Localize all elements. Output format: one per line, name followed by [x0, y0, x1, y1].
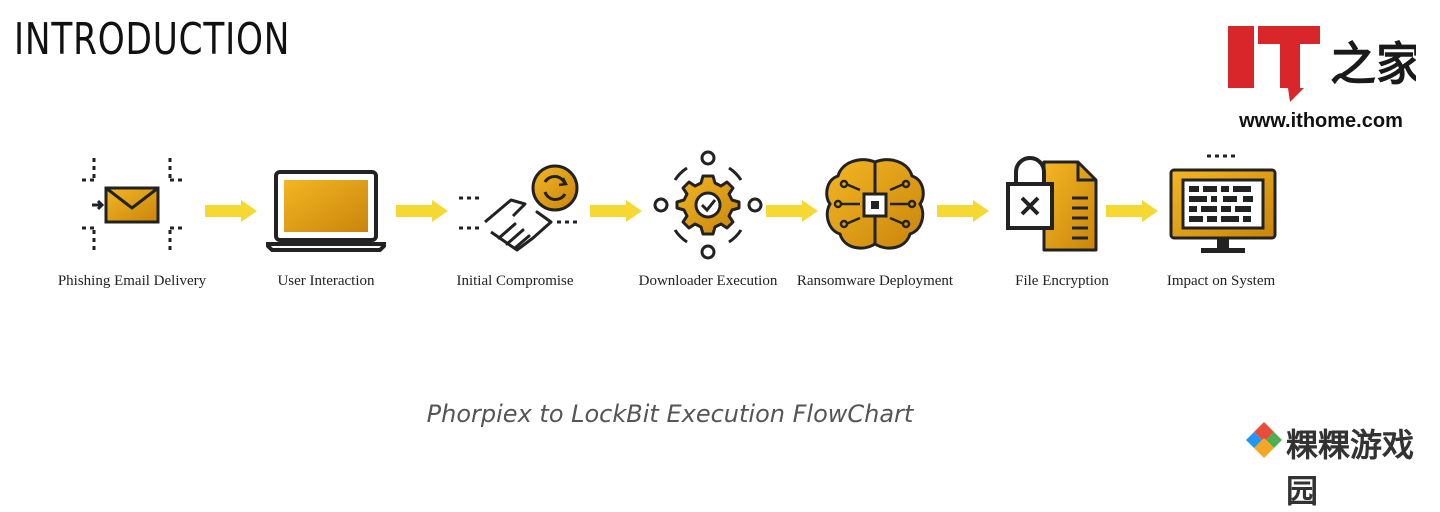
laptop-icon [266, 170, 386, 252]
watermark-text: 粿粿游戏园 [1286, 426, 1415, 510]
step-label: User Interaction [277, 273, 375, 289]
step-ransomware-deployment: Ransomware Deployment [785, 150, 965, 320]
step-impact-on-system: Impact on System [1131, 150, 1311, 320]
step-label: Phishing Email Delivery [57, 273, 207, 289]
step-initial-compromise: Initial Compromise [425, 150, 605, 320]
flow-arrow [396, 200, 448, 222]
locked-file-icon [1006, 156, 1098, 252]
step-label: Downloader Execution [638, 273, 778, 289]
flow-arrow [205, 200, 257, 222]
step-downloader-execution: Downloader Execution [618, 150, 798, 320]
ithome-logo: 之家 www.ithome.com [1226, 22, 1426, 142]
flow-arrow [937, 200, 989, 222]
flowchart: Phishing Email Delivery User Interaction [0, 150, 1440, 320]
step-label: File Encryption [1015, 273, 1109, 289]
flow-arrow [590, 200, 642, 222]
gear-check-icon [653, 150, 763, 260]
svg-text:之家: 之家 [1330, 37, 1416, 91]
watermark: 粿粿游戏园 [1242, 418, 1438, 510]
brain-chip-icon [825, 158, 925, 250]
page-title: INTRODUCTION [14, 14, 291, 65]
step-label: Impact on System [1166, 273, 1276, 289]
step-phishing-email-delivery: Phishing Email Delivery [42, 150, 222, 320]
flow-arrow [766, 200, 818, 222]
step-label: Initial Compromise [456, 273, 574, 289]
email-icon [82, 158, 182, 250]
watermark-logo-icon [1246, 422, 1282, 458]
step-label: Ransomware Deployment [796, 273, 954, 289]
handshake-icon [459, 164, 579, 252]
diagram-caption: Phorpiex to LockBit Execution FlowChart [426, 400, 914, 428]
flow-arrow [1106, 200, 1158, 222]
step-file-encryption: File Encryption [972, 150, 1152, 320]
monitor-icon [1169, 154, 1277, 253]
step-user-interaction: User Interaction [236, 150, 416, 320]
brand-url: www.ithome.com [1239, 110, 1403, 132]
